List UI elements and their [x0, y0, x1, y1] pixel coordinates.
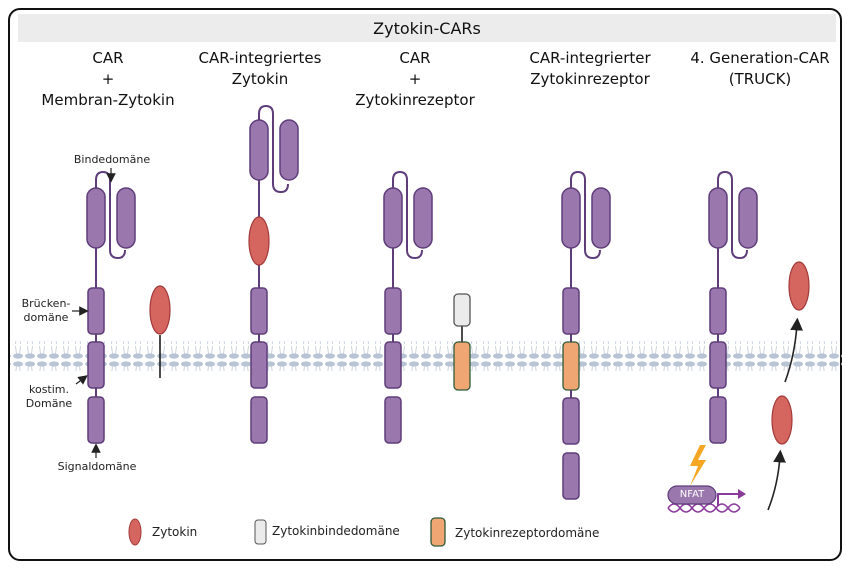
column-title-car-cytokine-receptor: CAR + Zytokinrezeptor	[355, 49, 475, 109]
lightning-icon	[690, 445, 706, 486]
cytokine-binding-domain	[453, 293, 471, 327]
transcription-start-arrow-icon	[717, 493, 740, 506]
nfat-promoter	[667, 485, 746, 513]
costim-domain	[87, 341, 105, 389]
membrane-cytokine	[149, 285, 171, 335]
secreted-cytokine-inner	[771, 395, 793, 445]
column-title-car-integrated-receptor: CAR-integrierter Zytokinrezeptor	[529, 49, 651, 88]
binding-domain-vh	[86, 187, 106, 249]
label-binding-domain: Bindedomäne	[73, 153, 151, 166]
legend-label-binding-domain: Zytokinbindedomäne	[272, 524, 400, 538]
column-title-car-membrane-cytokine: CAR + Membran-Zytokin	[41, 49, 175, 109]
figure-title: Zytokin-CARs	[18, 14, 836, 42]
legend-label-cytokine: Zytokin	[152, 525, 198, 539]
column-title-car-integrated-cytokine: CAR-integriertes Zytokin	[198, 49, 322, 88]
binding-domain-vl	[116, 187, 136, 249]
car-construct-5	[708, 170, 758, 444]
legend-label-receptor-domain: Zytokinrezeptordomäne	[455, 526, 600, 540]
secreted-cytokine-outer	[788, 261, 810, 311]
figure-frame	[8, 8, 842, 561]
hinge-domain	[87, 287, 105, 335]
label-hinge-domain: Brücken- domäne	[21, 297, 71, 324]
cytokine-receptor-domain	[453, 341, 471, 391]
car-construct-1	[86, 170, 136, 444]
car-construct-3	[383, 170, 433, 444]
integrated-cytokine	[248, 216, 270, 266]
signal-domain	[87, 396, 105, 444]
secretion-arrow-2	[784, 317, 803, 383]
legend-receptor-swatch	[430, 517, 446, 547]
secretion-arrow-1	[767, 449, 786, 511]
dna-helix-icon	[667, 503, 741, 513]
car-construct-2	[248, 104, 299, 444]
arrow-costim-domain	[75, 375, 88, 385]
separate-cytokine-receptor	[453, 293, 471, 391]
label-signal-domain: Signaldomäne	[57, 460, 137, 473]
legend-cytokine-swatch	[128, 518, 142, 546]
nfat-factor	[667, 485, 717, 505]
nfat-label: NFAT	[679, 489, 705, 500]
cell-membrane	[10, 341, 842, 371]
integrated-receptor-domain	[562, 341, 580, 391]
label-costim-domain: kostim. Domäne	[25, 383, 73, 410]
car-construct-4	[561, 170, 611, 500]
legend-binding-swatch	[254, 519, 267, 545]
column-title-truck: 4. Generation-CAR (TRUCK)	[690, 49, 830, 88]
